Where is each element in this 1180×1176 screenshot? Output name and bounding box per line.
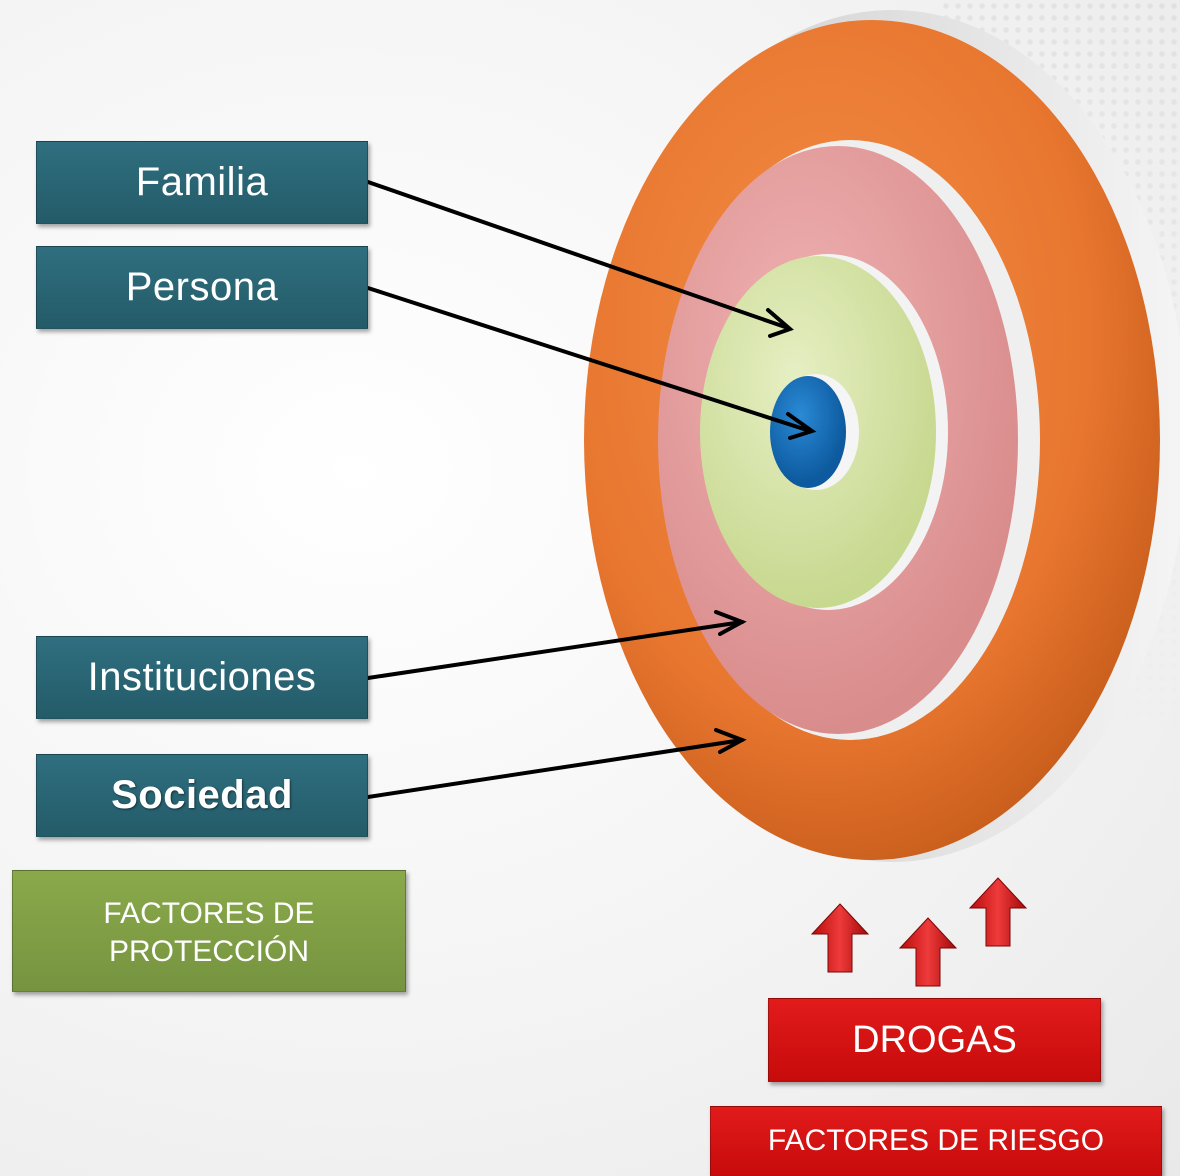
factores-riesgo-box: FACTORES DE RIESGO <box>710 1106 1162 1176</box>
factores-riesgo-label: FACTORES DE RIESGO <box>767 1124 1105 1157</box>
label-familia: Familia <box>135 160 269 204</box>
factores-proteccion-box: FACTORES DE PROTECCIÓN <box>12 870 406 992</box>
arrow-familia <box>366 180 790 330</box>
label-box-familia: Familia <box>36 141 368 224</box>
label-persona: Persona <box>125 265 279 309</box>
factores-proteccion-line1: FACTORES DE <box>103 897 315 930</box>
arrow-sociedad <box>366 738 744 799</box>
up-arrow-3 <box>968 877 1028 947</box>
arrowhead-instituciones <box>714 610 747 636</box>
factores-proteccion-line2: PROTECCIÓN <box>108 935 309 968</box>
arrowhead-persona <box>786 412 817 440</box>
label-box-persona: Persona <box>36 246 368 329</box>
up-arrow-2 <box>898 917 958 987</box>
label-instituciones: Instituciones <box>87 655 317 699</box>
arrow-instituciones <box>366 620 744 680</box>
arrow-persona <box>366 286 812 433</box>
drogas-label: DROGAS <box>852 1018 1017 1061</box>
up-arrow-1 <box>810 903 870 973</box>
label-box-instituciones: Instituciones <box>36 636 368 719</box>
drogas-box: DROGAS <box>768 998 1101 1082</box>
arrowhead-familia <box>766 308 794 338</box>
arrowhead-sociedad <box>714 728 747 754</box>
label-box-sociedad: Sociedad <box>36 754 368 837</box>
label-sociedad: Sociedad <box>111 773 293 817</box>
